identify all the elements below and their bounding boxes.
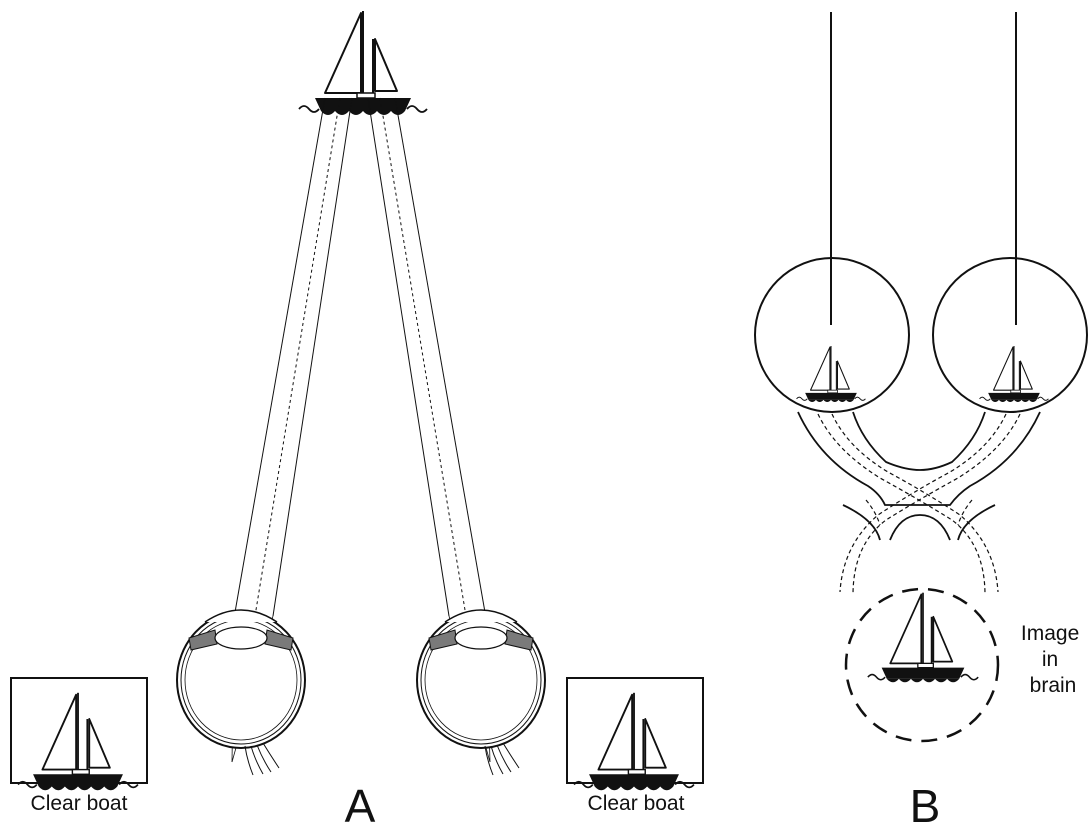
- sailboat-icon: [298, 10, 428, 116]
- brain-label-line-3: brain: [1030, 674, 1077, 697]
- left-clear-boat-caption: Clear boat: [31, 792, 128, 815]
- right-eyeball-icon: [416, 609, 546, 776]
- brain-label-line-1: Image: [1021, 622, 1079, 645]
- panel-letter-b: B: [910, 780, 941, 825]
- panel-a: Clear boat Clear boat A: [10, 10, 704, 825]
- brain-label-line-2: in: [1042, 648, 1058, 671]
- panel-letter-a: A: [345, 780, 376, 825]
- optic-chiasm: [797, 411, 1041, 596]
- right-eye-circle: [932, 257, 1088, 413]
- right-clear-boat-caption: Clear boat: [588, 792, 685, 815]
- left-eyeball-icon: [176, 609, 306, 776]
- panel-b: Image in brain B: [754, 12, 1088, 825]
- brain-label: Image in brain: [1021, 622, 1085, 697]
- right-clear-boat-box: [566, 677, 704, 792]
- left-clear-boat-box: [10, 677, 148, 792]
